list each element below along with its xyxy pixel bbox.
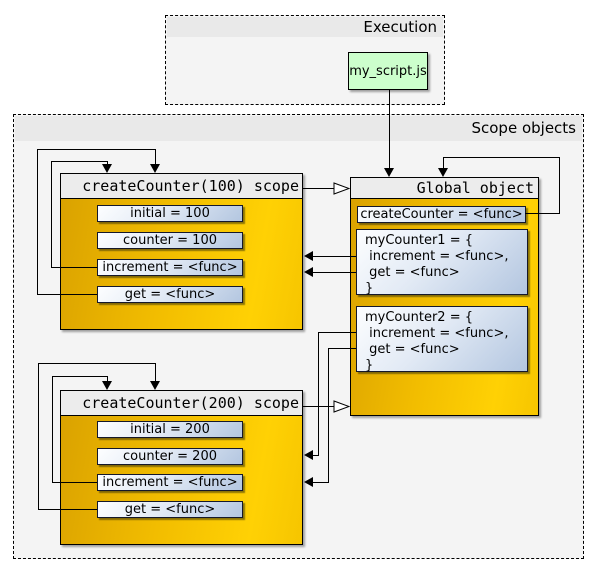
connector-segment [38, 509, 97, 510]
connector-segment [37, 149, 156, 150]
connector-segment [52, 376, 53, 483]
connector-segment [52, 482, 97, 483]
scope200-field-initial: initial = 200 [97, 421, 243, 438]
scope200-title: createCounter(200) scope [61, 391, 302, 416]
mycounter1-line1: myCounter1 = { [365, 233, 474, 248]
connector-segment [525, 213, 560, 214]
arrowhead-left-icon [304, 267, 313, 277]
connector-segment [38, 363, 39, 510]
connector-segment [38, 363, 156, 364]
arrowhead-left-icon [304, 450, 313, 460]
scope200-node: createCounter(200) scope initial = 200 c… [60, 390, 303, 545]
scope100-field-counter: counter = 100 [97, 232, 243, 249]
global-field-mycounter2: myCounter2 = { increment = <func>, get =… [356, 306, 528, 373]
connector-segment [303, 406, 334, 407]
hollow-triangle-icon [333, 400, 350, 413]
scope100-title: createCounter(100) scope [61, 174, 302, 199]
arrowhead-left-icon [304, 477, 313, 487]
connector-segment [328, 348, 356, 349]
arrowhead-down-icon [102, 381, 112, 390]
mycounter2-line2: increment = <func>, [365, 326, 509, 341]
connector-segment [389, 90, 390, 168]
scope100-node: createCounter(100) scope initial = 100 c… [60, 173, 303, 330]
mycounter1-line2: increment = <func>, [365, 249, 509, 264]
connector-segment [52, 376, 108, 377]
execution-title: Execution [167, 17, 443, 37]
global-field-mycounter1: myCounter1 = { increment = <func>, get =… [356, 229, 528, 296]
arrowhead-down-icon [102, 164, 112, 173]
global-object-node: Global object createCounter = <func> myC… [350, 177, 539, 416]
mycounter2-line3: get = <func> [365, 342, 460, 357]
arrowhead-down-icon [150, 381, 160, 390]
global-field-createcounter: createCounter = <func> [357, 206, 526, 223]
connector-segment [51, 161, 108, 162]
global-object-title: Global object [351, 178, 538, 199]
arrowhead-left-icon [304, 251, 313, 261]
scope100-field-get: get = <func> [97, 286, 243, 303]
connector-segment [559, 157, 560, 214]
connector-segment [51, 267, 97, 268]
connector-segment [303, 188, 334, 189]
scope200-field-increment: increment = <func> [97, 474, 243, 491]
connector-segment [313, 455, 319, 456]
script-node: my_script.js [348, 52, 428, 90]
arrowhead-down-icon [438, 168, 448, 177]
scope-objects-title: Scope objects [15, 116, 582, 141]
mycounter1-line4: } [365, 281, 374, 296]
connector-segment [313, 482, 329, 483]
connector-segment [328, 348, 329, 482]
connector-segment [51, 161, 52, 268]
arrowhead-down-icon [150, 164, 160, 173]
connector-segment [107, 161, 108, 165]
connector-segment [313, 256, 356, 257]
scope200-field-get: get = <func> [97, 501, 243, 518]
scope200-field-counter: counter = 200 [97, 448, 243, 465]
hollow-triangle-icon [333, 182, 350, 195]
scope100-field-increment: increment = <func> [97, 259, 243, 276]
connector-segment [37, 149, 38, 295]
connector-segment [155, 149, 156, 165]
connector-segment [155, 363, 156, 382]
connector-segment [318, 332, 356, 333]
scope100-field-initial: initial = 100 [97, 205, 243, 222]
connector-segment [443, 157, 444, 169]
connector-segment [313, 272, 356, 273]
arrowhead-down-icon [384, 168, 394, 177]
connector-segment [443, 157, 560, 158]
mycounter2-line1: myCounter2 = { [365, 310, 474, 325]
mycounter2-line4: } [365, 358, 374, 373]
connector-segment [107, 376, 108, 382]
mycounter1-line3: get = <func> [365, 265, 460, 280]
connector-segment [318, 332, 319, 455]
connector-segment [37, 294, 97, 295]
script-label: my_script.js [349, 63, 427, 79]
